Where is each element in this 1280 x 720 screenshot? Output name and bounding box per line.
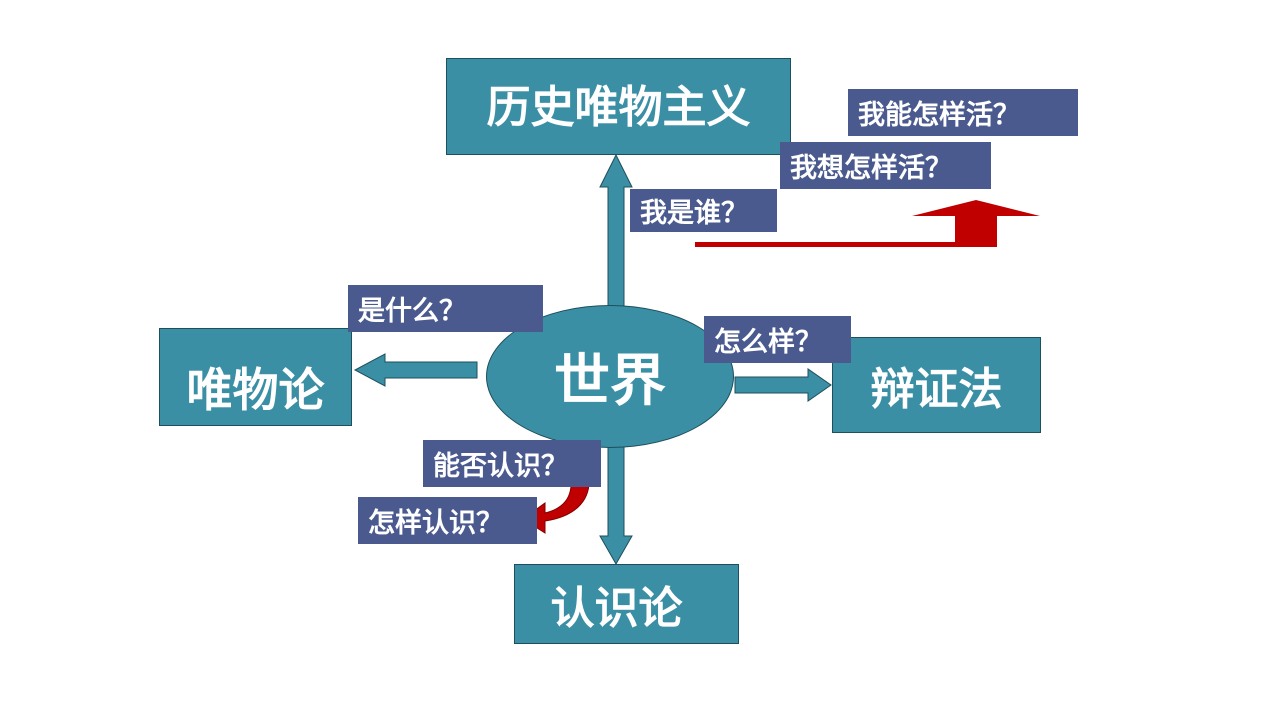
arrow-left-materialism xyxy=(353,353,478,387)
box-epistemology-label: 认识论 xyxy=(550,583,683,634)
arrow-up-history xyxy=(599,153,633,307)
box-epistemology: 认识论 xyxy=(514,564,739,644)
red-step-arrow xyxy=(695,200,1040,247)
question-how-is: 怎么样？ xyxy=(704,316,851,363)
box-materialism-label: 唯物论 xyxy=(186,363,325,417)
question-how-know: 怎样认识？ xyxy=(358,497,537,544)
box-dialectics: 辩证法 xyxy=(832,337,1041,433)
question-what: 是什么？ xyxy=(348,285,543,332)
box-historical-materialism: 历史唯物主义 xyxy=(446,58,791,155)
question-how-can-live: 我能怎样活？ xyxy=(848,89,1078,136)
box-historical-materialism-label: 历史唯物主义 xyxy=(486,81,751,133)
question-who: 我是谁？ xyxy=(630,189,777,232)
question-can-know: 能否认识？ xyxy=(423,440,601,487)
question-how-want-live: 我想怎样活？ xyxy=(780,142,991,189)
arrow-right-dialectics xyxy=(734,368,832,402)
center-world-label: 世界 xyxy=(554,349,666,414)
arrow-down-epistemology xyxy=(599,446,633,566)
box-materialism: 唯物论 xyxy=(159,328,352,426)
box-dialectics-label: 辩证法 xyxy=(870,364,1003,415)
red-curved-arrow xyxy=(522,476,590,534)
